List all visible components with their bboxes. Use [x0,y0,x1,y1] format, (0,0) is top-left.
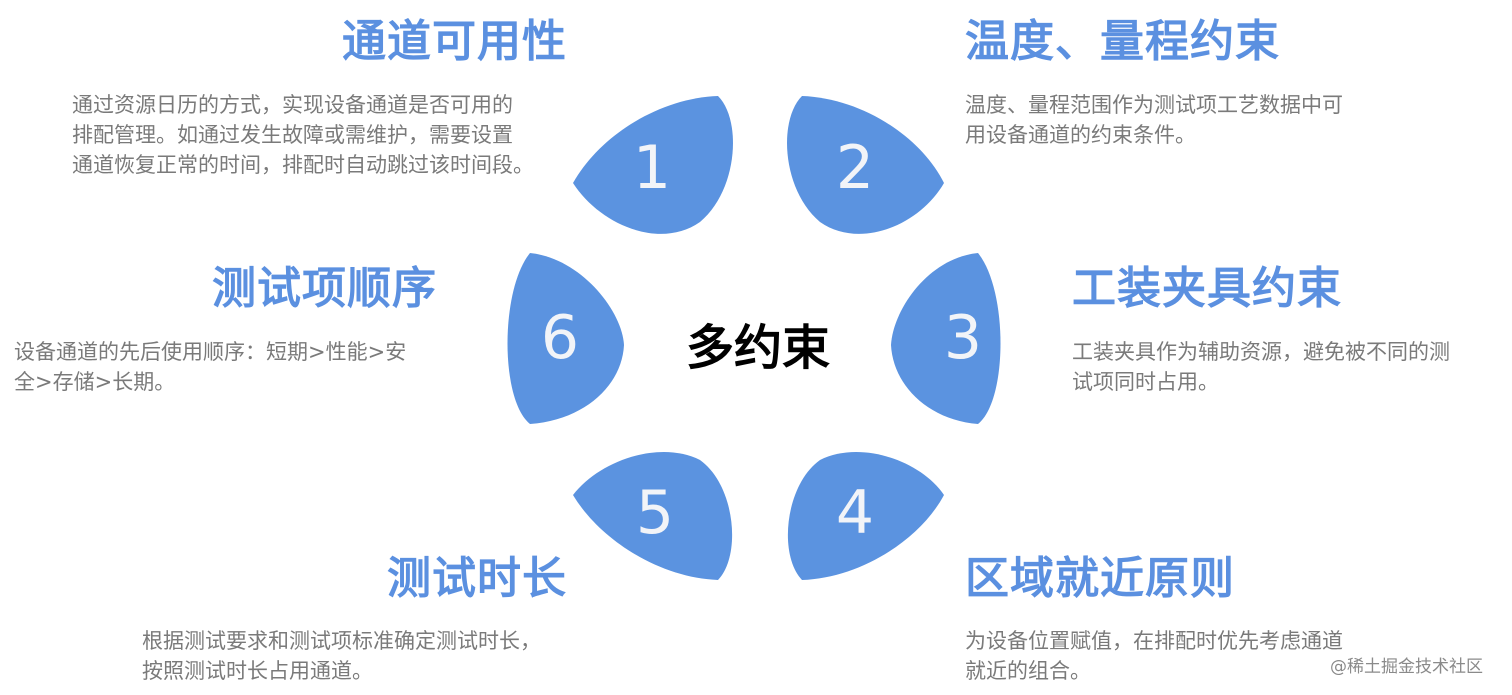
item-6-description: 设备通道的先后使用顺序：短期>性能>安 全>存储>长期。 [14,337,406,397]
petal-4-number: 4 [836,478,874,548]
petal-6[interactable]: 6 [507,253,625,424]
description-line: 全>存储>长期。 [14,370,176,394]
description-line: 用设备通道的约束条件。 [965,123,1196,147]
watermark: @稀土掘金技术社区 [1330,657,1483,677]
description-line: 通道恢复正常的时间，排配时自动跳过该时间段。 [72,153,534,177]
item-2-description: 温度、量程范围作为测试项工艺数据中可 用设备通道的约束条件。 [965,90,1343,150]
petal-3-number: 3 [944,303,982,373]
center-label: 多约束 [686,320,831,376]
item-6-title: 测试项顺序 [212,263,437,314]
petal-4[interactable]: 4 [787,452,944,580]
item-5-description: 根据测试要求和测试项标准确定测试时长， 按照测试时长占用通道。 [142,626,541,686]
description-line: 排配管理。如通过发生故障或需维护，需要设置 [72,123,513,147]
description-line: 按照测试时长占用通道。 [142,659,373,683]
item-2-title: 温度、量程约束 [965,16,1280,67]
petal-5-number: 5 [636,478,674,548]
petal-1-number: 1 [633,133,671,203]
description-line: 通过资源日历的方式，实现设备通道是否可用的 [72,93,513,117]
petal-3[interactable]: 3 [891,253,1001,424]
description-line: 试项同时占用。 [1072,370,1219,394]
item-3-description: 工装夹具作为辅助资源，避免被不同的测 试项同时占用。 [1072,337,1450,397]
petal-1[interactable]: 1 [573,96,733,234]
description-line: 温度、量程范围作为测试项工艺数据中可 [965,93,1343,117]
item-4-title: 区域就近原则 [965,553,1235,604]
item-4-description: 为设备位置赋值，在排配时优先考虑通道 就近的组合。 [965,626,1343,686]
item-3-title: 工装夹具约束 [1072,263,1342,314]
item-5-title: 测试时长 [387,553,567,604]
petal-2-number: 2 [836,133,874,203]
description-line: 根据测试要求和测试项标准确定测试时长， [142,629,541,653]
petal-6-number: 6 [541,303,579,373]
item-1-title: 通道可用性 [342,16,567,67]
petal-5[interactable]: 5 [573,452,733,580]
description-line: 工装夹具作为辅助资源，避免被不同的测 [1072,340,1450,364]
description-line: 为设备位置赋值，在排配时优先考虑通道 [965,629,1343,653]
petal-2[interactable]: 2 [787,96,944,234]
item-1-description: 通过资源日历的方式，实现设备通道是否可用的 排配管理。如通过发生故障或需维护，需… [72,90,534,180]
description-line: 就近的组合。 [965,659,1091,683]
description-line: 设备通道的先后使用顺序：短期>性能>安 [14,340,407,364]
